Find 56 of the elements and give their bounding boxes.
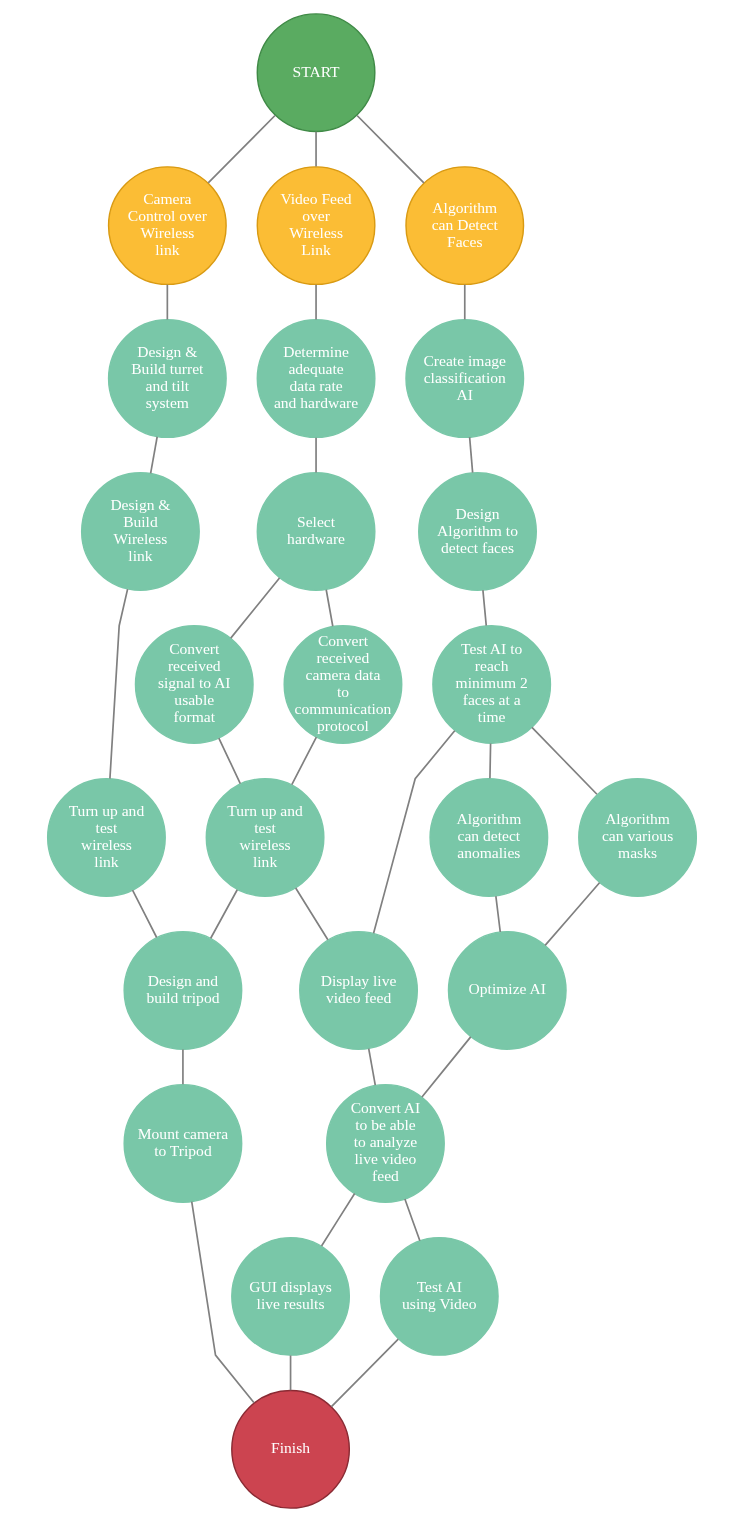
node-circle: Convert AI to be able to analyze live video feed xyxy=(325,1083,445,1203)
connector xyxy=(367,1047,376,1086)
connector xyxy=(314,130,317,168)
node-circle: Optimize AI xyxy=(447,930,567,1050)
connector xyxy=(314,436,317,474)
node-circle: Design & Build turret and tilt system xyxy=(107,319,227,439)
node-circle: Turn up and test wireless link xyxy=(205,778,325,897)
node-circle: Determine adequate data rate and hardware xyxy=(256,319,376,439)
node-circle: Turn up and test wireless link xyxy=(46,778,166,897)
node-circle: Mount camera to Tripod xyxy=(122,1083,242,1203)
node-circle: Design & Build Wireless link xyxy=(80,472,200,592)
connector xyxy=(320,1192,355,1247)
connector xyxy=(372,729,456,935)
connector xyxy=(289,1354,291,1392)
connector xyxy=(314,283,317,321)
node-circle: START xyxy=(256,13,376,133)
connector xyxy=(530,726,598,796)
node-circle: Test AI to reach minimum 2 faces at a time xyxy=(431,625,551,744)
node-circle: Test AI using Video xyxy=(379,1236,499,1356)
connector xyxy=(488,742,491,780)
node-circle: Design and build tripod xyxy=(122,930,242,1050)
connector xyxy=(494,895,501,933)
connector xyxy=(166,283,168,321)
node-circle: Select hardware xyxy=(256,472,376,592)
node-circle: GUI displays live results xyxy=(230,1236,350,1356)
connector xyxy=(206,114,276,184)
node-circle: Finish xyxy=(230,1389,350,1509)
connector xyxy=(403,1198,421,1242)
connector xyxy=(324,588,334,628)
connector xyxy=(131,889,158,939)
connector xyxy=(543,881,600,947)
connector xyxy=(468,436,473,474)
connector xyxy=(420,1036,472,1098)
connector xyxy=(330,1338,399,1408)
node-circle: Algorithm can detect anomalies xyxy=(428,778,548,897)
connector xyxy=(190,1200,255,1404)
connector xyxy=(229,577,280,639)
connector xyxy=(217,737,241,785)
node-circle: Video Feed over Wireless Link xyxy=(256,166,376,286)
node-circle: Display live video feed xyxy=(298,930,418,1050)
node-circle: Convert received signal to AI usable format xyxy=(134,625,254,744)
node-circle: Algorithm can various masks xyxy=(577,778,697,897)
connector xyxy=(463,283,466,321)
connector xyxy=(149,435,158,475)
connector xyxy=(481,589,487,627)
connector xyxy=(181,1048,184,1086)
node-circle: Convert received camera data to communication protocol xyxy=(283,625,402,744)
node-circle: Design Algorithm to detect faces xyxy=(417,472,537,592)
connector xyxy=(209,888,238,940)
node-circle: Camera Control over Wireless link xyxy=(107,166,227,286)
node-circle: Create image classification AI xyxy=(404,319,524,439)
connector xyxy=(290,736,317,786)
connector xyxy=(355,114,425,184)
connector xyxy=(294,887,329,941)
connector xyxy=(108,588,128,780)
node-circle: Algorithm can Detect Faces xyxy=(404,166,524,286)
